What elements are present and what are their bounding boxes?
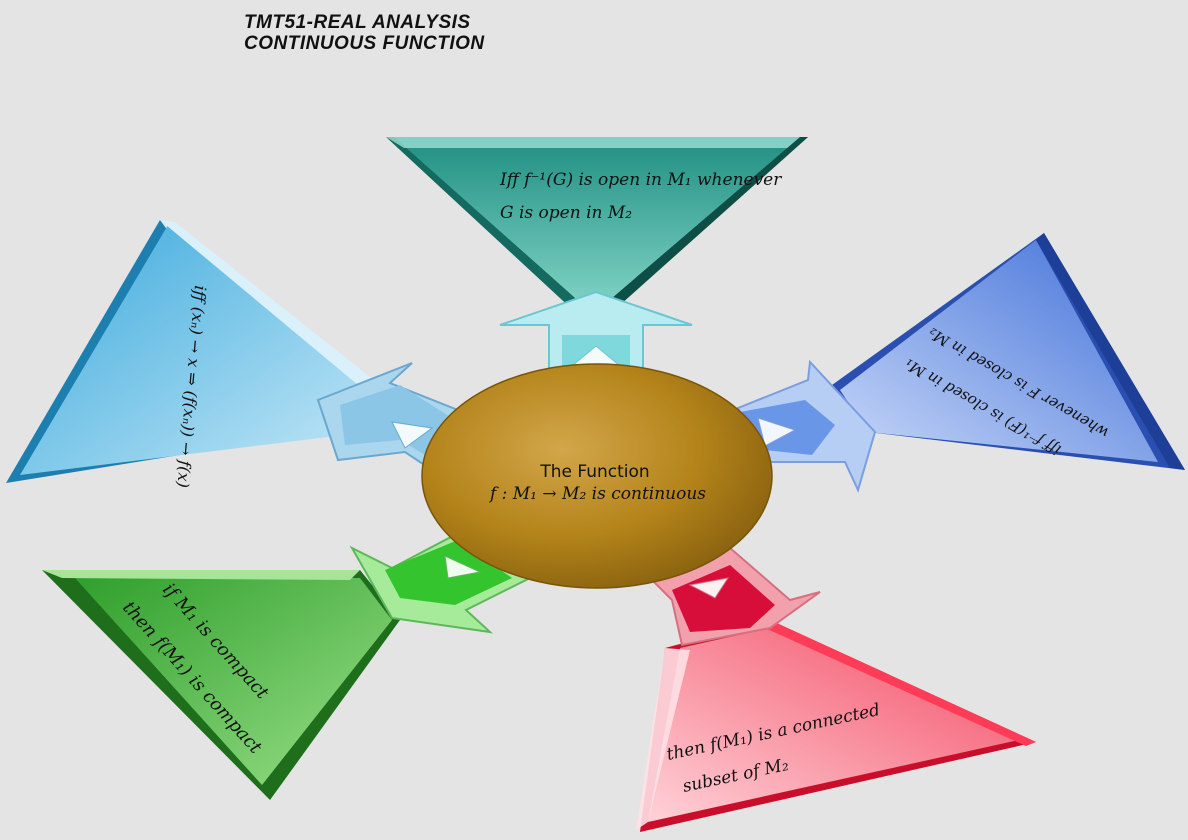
- condition-bottom-left-triangle: [42, 570, 400, 800]
- center-node: [421, 363, 773, 589]
- title-line-2: CONTINUOUS FUNCTION: [244, 33, 485, 54]
- center-statement: f : M₁ → M₂ is continuous: [488, 484, 706, 504]
- title-line-1: TMT51-REAL ANALYSIS: [244, 12, 471, 33]
- condition-top-line-1: Iff f⁻¹(G) is open in M₁ whenever: [499, 170, 782, 190]
- center-heading: The Function: [539, 462, 649, 482]
- condition-left-triangle: [6, 220, 380, 483]
- condition-right-triangle: [832, 233, 1185, 470]
- condition-bottom-right-triangle: [636, 620, 1036, 832]
- condition-top-line-2: G is open in M₂: [500, 203, 632, 223]
- arrow-down-right-icon: [648, 546, 821, 647]
- condition-top-triangle: [386, 137, 808, 312]
- diagram-title: TMT51-REAL ANALYSIS CONTINUOUS FUNCTION: [244, 12, 485, 54]
